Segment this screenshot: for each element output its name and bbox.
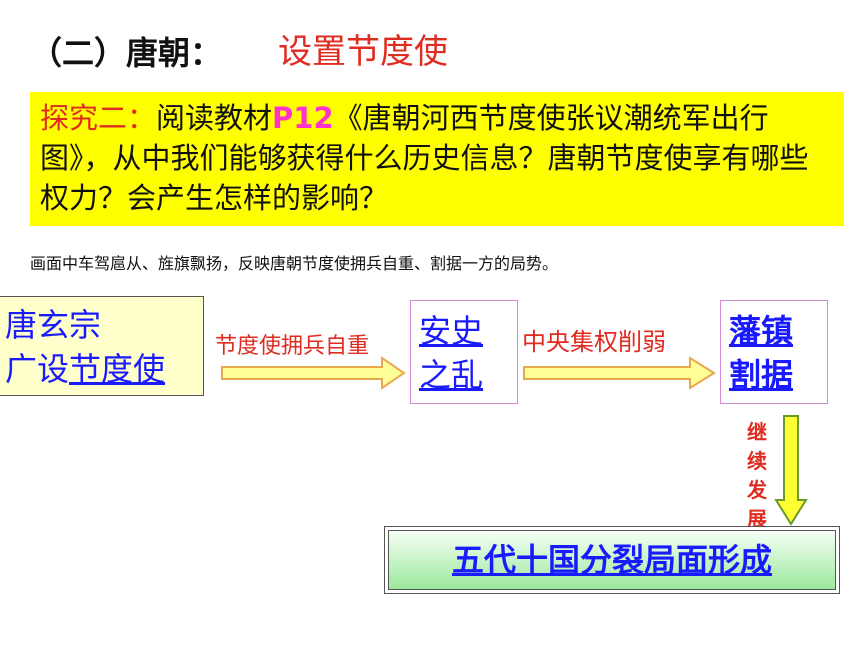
anshi-line1: 安史	[419, 312, 484, 350]
continue-develop-label: 继 续 发 展	[742, 418, 772, 534]
arrow2-label: 中央集权削弱	[522, 328, 666, 356]
xuanzong-line2: 广设节度使	[5, 347, 203, 391]
flow-box-anshi-link[interactable]: 安史 之乱	[410, 300, 518, 404]
final-outcome-link[interactable]: 五代十国分裂局面形成	[451, 541, 772, 579]
final-outcome-box[interactable]: 五代十国分裂局面形成	[388, 530, 836, 590]
inquiry-label: 探究二：	[40, 101, 157, 135]
arrow-down	[774, 415, 808, 526]
vlabel-char: 展	[747, 507, 767, 531]
arrow-right-2	[523, 356, 716, 390]
arrow1-label: 节度使拥兵自重	[215, 334, 370, 359]
inquiry-page-ref: P12	[272, 101, 334, 135]
inquiry-text-b: 《唐朝河西节度使张议潮统军出行图》，从中我们能够获得什么历史信息？唐朝节度使享有…	[40, 101, 809, 215]
vlabel-char: 续	[747, 449, 767, 473]
arrow-right-1	[221, 356, 406, 390]
section-title: （二）唐朝：	[30, 34, 223, 72]
inquiry-text-a: 阅读教材	[156, 101, 273, 135]
jiedushi-link[interactable]: 节度使	[69, 350, 166, 388]
fanzhen-line2: 割据	[729, 356, 794, 394]
vlabel-char: 发	[747, 478, 767, 502]
anshi-line2: 之乱	[419, 356, 484, 394]
explanation-note: 画面中车驾扈从、旌旗飘扬，反映唐朝节度使拥兵自重、割据一方的局势。	[30, 254, 559, 273]
vlabel-char: 继	[747, 420, 767, 444]
flow-box-fanzhen-link[interactable]: 藩镇 割据	[720, 300, 828, 404]
fanzhen-line1: 藩镇	[729, 312, 794, 350]
section-subtitle: 设置节度使	[278, 32, 448, 72]
xuanzong-line1: 唐玄宗	[5, 306, 102, 344]
xuanzong-line2-plain: 广设	[5, 350, 70, 388]
inquiry-box: 探究二：阅读教材P12《唐朝河西节度使张议潮统军出行图》，从中我们能够获得什么历…	[30, 92, 844, 226]
flow-box-xuanzong: 唐玄宗 广设节度使	[0, 296, 204, 396]
